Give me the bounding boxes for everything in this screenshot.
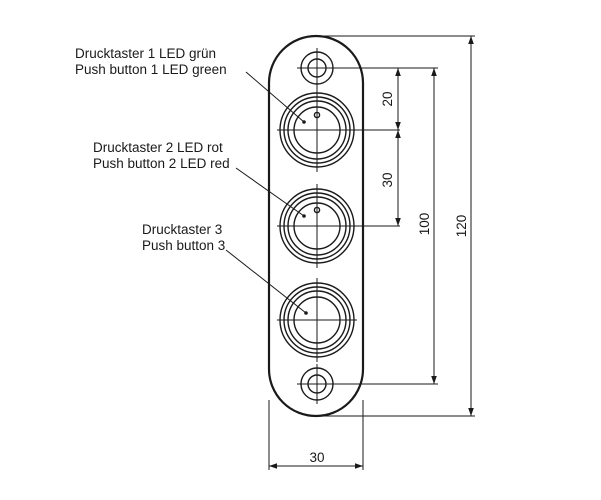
push-button-2	[277, 184, 400, 268]
label-button-1-de: Drucktaster 1 LED grün	[75, 46, 216, 61]
label-button-3-de: Drucktaster 3	[142, 222, 222, 237]
mounting-hole-top	[297, 48, 337, 88]
dimension-20: 20	[380, 91, 395, 106]
label-button-2-en: Push button 2 LED red	[93, 156, 230, 171]
mounting-hole-bottom	[297, 364, 337, 404]
extension-lines	[268, 35, 475, 470]
leader-lines	[225, 71, 308, 315]
push-button-1	[277, 88, 400, 172]
dimension-lines	[269, 36, 474, 469]
led-indicator-2	[313, 206, 321, 214]
push-button-3	[277, 278, 357, 362]
led-indicator-1	[313, 111, 321, 119]
dimension-120: 120	[454, 215, 469, 238]
dimension-30-width: 30	[309, 450, 324, 465]
label-button-2-de: Drucktaster 2 LED rot	[93, 140, 223, 155]
label-button-1-en: Push button 1 LED green	[75, 62, 227, 77]
dimension-100: 100	[417, 213, 432, 236]
dimension-30-spacing: 30	[380, 172, 395, 187]
label-button-3-en: Push button 3	[142, 238, 225, 253]
